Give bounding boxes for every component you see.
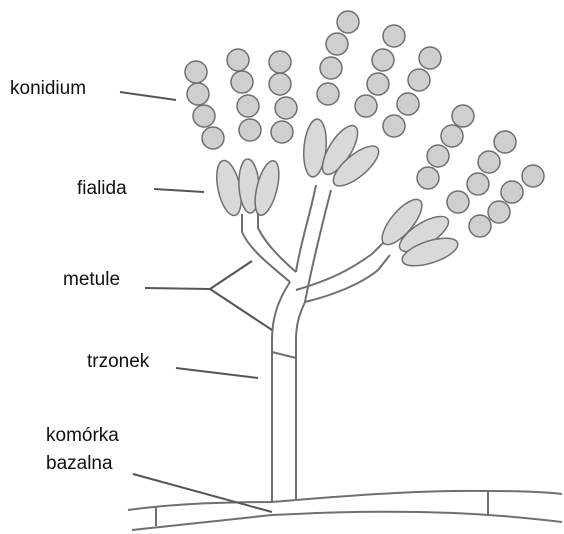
conidium <box>317 83 339 105</box>
conidium <box>269 51 291 73</box>
conidium <box>478 151 500 173</box>
conidium <box>320 57 342 79</box>
metulae-leader-left <box>210 261 252 289</box>
conidium <box>419 47 441 69</box>
stipe-leader <box>176 368 258 378</box>
conidium <box>185 61 207 83</box>
conidium <box>202 127 224 149</box>
conidium <box>337 11 359 33</box>
conidium <box>427 145 449 167</box>
basal-cell-label-line2: bazalna <box>46 453 113 474</box>
conidium <box>397 93 419 115</box>
conidium <box>372 49 394 71</box>
basal-hypha <box>128 491 562 530</box>
conidium-label: konidium <box>10 78 86 99</box>
metulae-leader-base <box>145 288 210 289</box>
conidium <box>467 173 489 195</box>
conidium <box>269 73 291 95</box>
basal-cell-label-line1: komórka <box>46 425 119 446</box>
conidium <box>227 49 249 71</box>
conidium <box>271 121 293 143</box>
conidium <box>383 25 405 47</box>
conidium <box>447 191 469 213</box>
metulae-leader-right <box>210 289 272 330</box>
metulae-label: metule <box>63 269 120 290</box>
conidium <box>187 83 209 105</box>
stipe-label: trzonek <box>87 351 150 372</box>
conidium-leader <box>120 92 176 100</box>
conidium <box>408 69 430 91</box>
conidium <box>522 165 544 187</box>
conidium <box>231 71 253 93</box>
conidium <box>494 131 516 153</box>
conidium <box>326 33 348 55</box>
conidium <box>501 181 523 203</box>
conidium <box>441 125 463 147</box>
conidium <box>367 73 389 95</box>
conidium <box>355 95 377 117</box>
conidium <box>237 95 259 117</box>
phialide-label: fialida <box>77 178 127 199</box>
conidium <box>488 201 510 223</box>
conidium <box>469 215 491 237</box>
conidium <box>383 115 405 137</box>
leader-lines <box>120 92 272 512</box>
conidium <box>193 105 215 127</box>
conidiophore <box>242 185 390 502</box>
phialide-leader <box>154 189 204 192</box>
conidium <box>275 97 297 119</box>
conidium <box>417 167 439 189</box>
conidium <box>452 105 474 127</box>
conidium <box>239 119 261 141</box>
